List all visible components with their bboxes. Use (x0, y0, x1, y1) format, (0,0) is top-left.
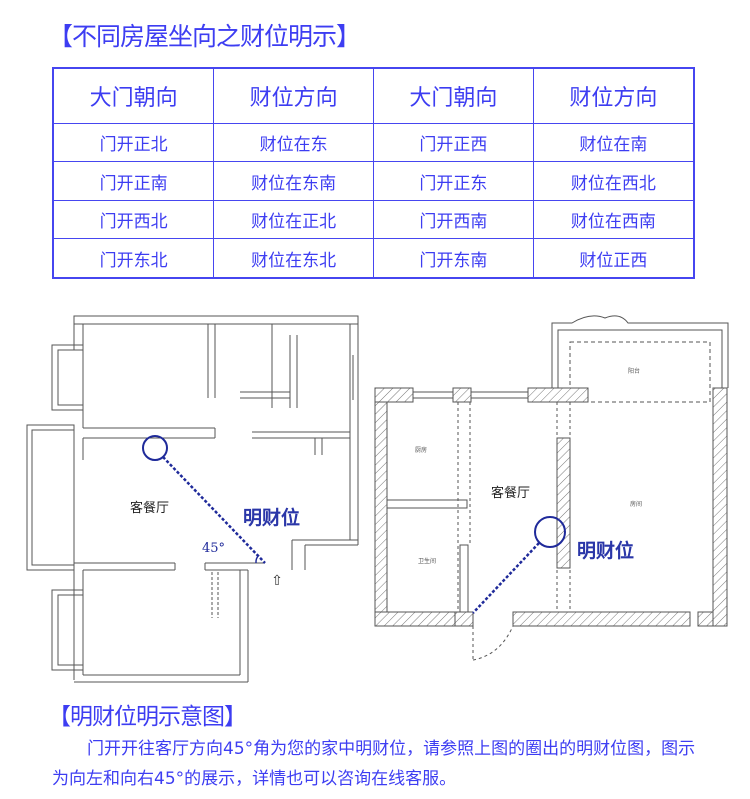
table-row: 门开正北 财位在东 门开正西 财位在南 (52, 122, 695, 163)
description-paragraph: 门开开往客厅方向45°角为您的家中明财位，请参照上图的圈出的明财位图，图示为向左… (52, 739, 696, 789)
table-row: 门开西北 财位在正北 门开西南 财位在西南 (52, 199, 695, 240)
direction-line-left (162, 456, 266, 564)
table-cell: 财位在东 (213, 122, 374, 163)
table-cell: 门开西南 (372, 199, 534, 240)
table-cell: 门开东南 (372, 238, 534, 279)
wealth-position-table: 大门朝向 财位方向 大门朝向 财位方向 门开正北 财位在东 门开正西 财位在南 … (52, 67, 695, 279)
room-label-living: 客餐厅 (130, 500, 169, 516)
table-cell: 财位正西 (532, 238, 695, 279)
header-cell: 大门朝向 (372, 67, 534, 124)
table-cell: 财位在正北 (213, 199, 374, 240)
header-cell: 大门朝向 (52, 67, 215, 124)
floor-plan-right (374, 315, 729, 661)
table-cell: 门开西北 (52, 199, 215, 240)
entrance-arrow-icon: ⇧ (271, 573, 283, 589)
wealth-marker-circle-right (534, 516, 566, 548)
angle-label: 45° (202, 541, 225, 556)
table-cell: 门开正东 (372, 161, 534, 201)
floor-plans: ⇧ 客餐厅 明财位 45° 客餐厅 明财位 阳台 厨房 房间 卫生间 (26, 315, 729, 683)
direction-line-right (472, 542, 540, 614)
angle-arc-icon (255, 554, 260, 564)
section-title-diagram: 【明财位明示意图】 (48, 704, 247, 730)
room-label-bathroom: 卫生间 (418, 557, 436, 565)
wealth-label-right: 明财位 (577, 539, 634, 562)
table-cell: 财位在东南 (213, 161, 374, 201)
table-row: 门开东北 财位在东北 门开东南 财位正西 (52, 238, 695, 279)
wealth-label-left: 明财位 (243, 506, 300, 529)
table-cell: 财位在西南 (532, 199, 695, 240)
room-label-living-right: 客餐厅 (491, 485, 530, 501)
header-cell: 财位方向 (532, 67, 695, 124)
table-cell: 门开正南 (52, 161, 215, 201)
section-title-orientation: 【不同房屋坐向之财位明示】 (48, 22, 361, 51)
wealth-marker-circle-left (142, 435, 168, 461)
room-label-bedroom: 房间 (630, 500, 642, 508)
table-row: 门开正南 财位在东南 门开正东 财位在西北 (52, 161, 695, 201)
table-header-row: 大门朝向 财位方向 大门朝向 财位方向 (52, 67, 695, 124)
room-label-balcony: 阳台 (628, 367, 640, 375)
table-cell: 财位在南 (532, 122, 695, 163)
table-cell: 门开东北 (52, 238, 215, 279)
table-cell: 财位在西北 (532, 161, 695, 201)
room-label-kitchen: 厨房 (415, 446, 427, 454)
table-cell: 门开正北 (52, 122, 215, 163)
table-cell: 门开正西 (372, 122, 534, 163)
table-cell: 财位在东北 (213, 238, 374, 279)
floor-plan-left (26, 315, 359, 683)
header-cell: 财位方向 (213, 67, 374, 124)
